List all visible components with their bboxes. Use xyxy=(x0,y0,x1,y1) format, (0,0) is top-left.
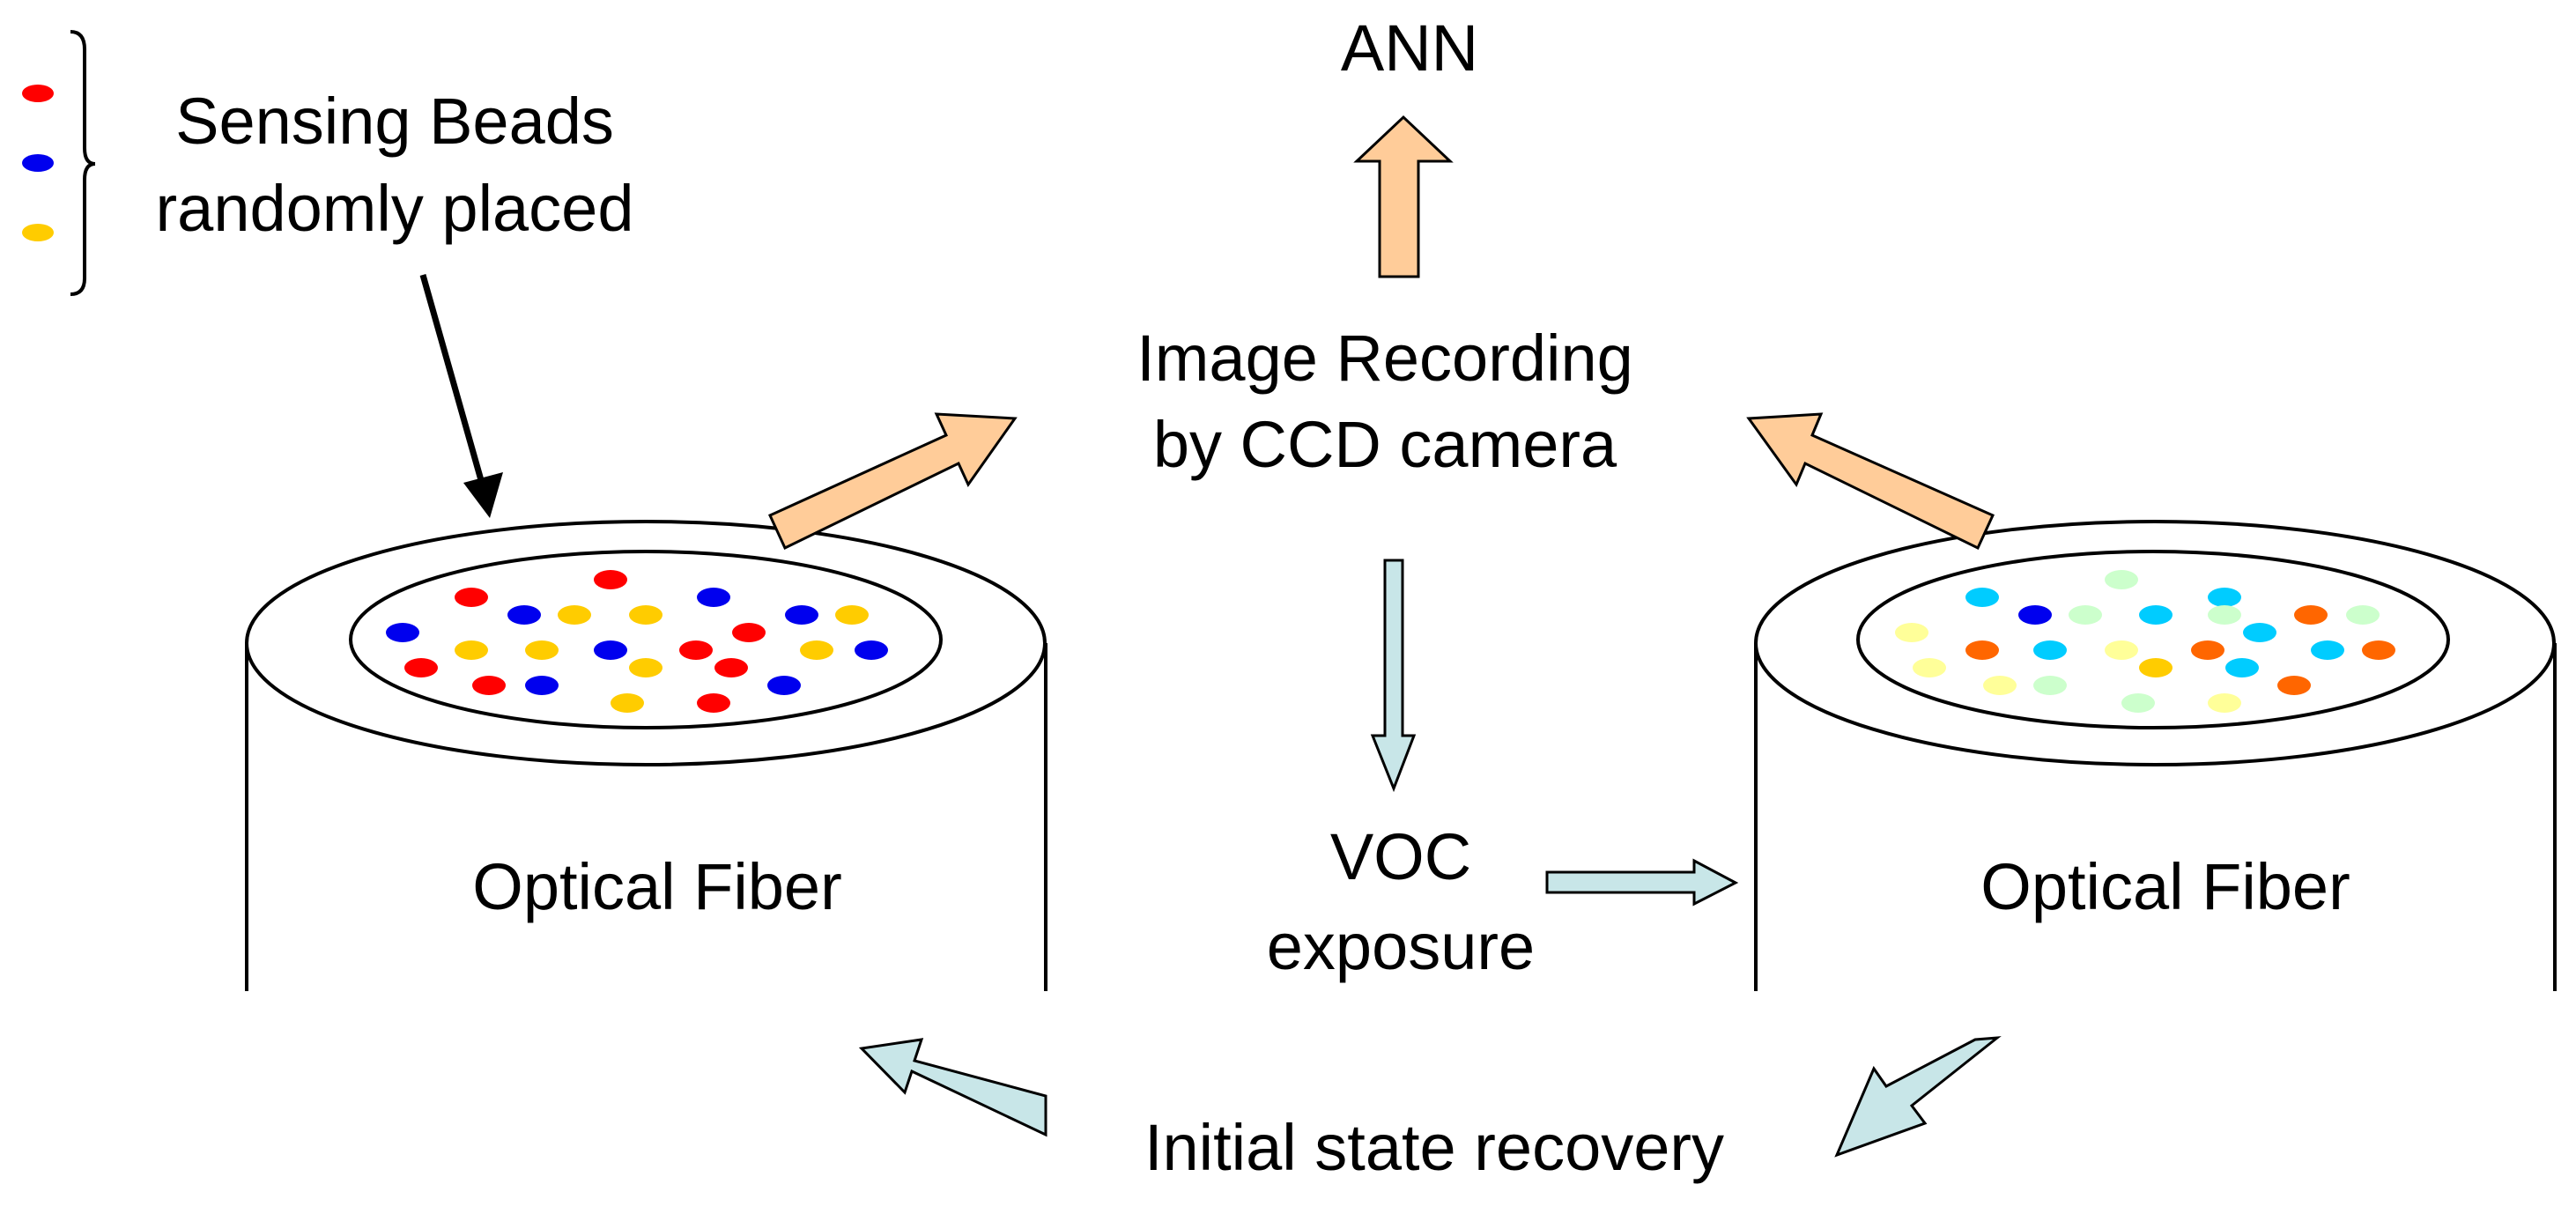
right-fiber-bead-2 xyxy=(1965,588,1999,607)
right-fiber-bead-10 xyxy=(1895,623,1928,642)
right-fiber-bead-8 xyxy=(2294,605,2328,625)
left-fiber-bead-17 xyxy=(404,658,438,677)
left-fiber-bead-6 xyxy=(558,605,591,625)
left-fiber-bead-1 xyxy=(455,588,488,607)
right-fiber-bead-23 xyxy=(2277,676,2311,695)
arrow-recovery-to-left-fiber xyxy=(858,1038,1047,1137)
left-fiber-bead-18 xyxy=(629,658,663,677)
right-fiber-bead-5 xyxy=(2069,605,2102,625)
left-fiber-bead-12 xyxy=(525,640,559,660)
right-fiber-body xyxy=(1754,643,2557,991)
left-fiber-bead-16 xyxy=(855,640,888,660)
right-fiber-bead-13 xyxy=(2033,640,2067,660)
initial-state-recovery-label: Initial state recovery xyxy=(1144,1111,1724,1184)
right-fiber-label: Optical Fiber xyxy=(1980,850,2350,923)
right-fiber-bead-18 xyxy=(1913,658,1946,677)
left-fiber-bead-11 xyxy=(455,640,488,660)
right-fiber-bead-20 xyxy=(2225,658,2259,677)
right-fiber-bead-7 xyxy=(2208,605,2241,625)
right-fiber-bead-14 xyxy=(2105,640,2138,660)
image-recording-label-line-2: by CCD camera xyxy=(1153,408,1617,481)
right-fiber-bead-15 xyxy=(2191,640,2224,660)
right-optical-fiber: Optical Fiber xyxy=(1754,520,2557,991)
ann-label: ANN xyxy=(1341,11,1478,85)
right-fiber-bead-12 xyxy=(1965,640,1999,660)
left-fiber-body xyxy=(245,643,1047,991)
arrow-to-ann xyxy=(1353,115,1454,278)
left-fiber-bead-23 xyxy=(611,693,644,713)
left-fiber-bead-7 xyxy=(629,605,663,625)
left-fiber-bead-8 xyxy=(732,623,766,642)
legend-label-line-1: Sensing Beads xyxy=(175,85,614,158)
right-fiber-bead-6 xyxy=(2139,605,2173,625)
right-fiber-bead-21 xyxy=(1983,676,2017,695)
left-fiber-bead-4 xyxy=(386,623,419,642)
left-fiber-core xyxy=(349,550,943,729)
legend-bead-blue xyxy=(22,154,54,172)
pointer-arrow-line xyxy=(419,274,486,487)
right-bead-group xyxy=(1895,570,2395,713)
right-fiber-bead-11 xyxy=(2243,623,2276,642)
legend-brace xyxy=(70,30,96,296)
left-optical-fiber: Optical Fiber xyxy=(245,520,1047,991)
left-fiber-bead-13 xyxy=(594,640,627,660)
right-fiber-bead-3 xyxy=(2208,588,2241,607)
left-fiber-bead-5 xyxy=(507,605,541,625)
flow-arrows xyxy=(768,115,2002,1158)
legend-label-line-2: randomly placed xyxy=(156,172,634,245)
left-fiber-bead-19 xyxy=(714,658,748,677)
right-fiber-bead-4 xyxy=(2018,605,2052,625)
right-fiber-bead-19 xyxy=(2139,658,2173,677)
right-fiber-bead-1 xyxy=(2105,570,2138,589)
left-fiber-bead-15 xyxy=(800,640,833,660)
pointer-arrow-head xyxy=(463,472,503,518)
right-fiber-bead-22 xyxy=(2033,676,2067,695)
left-fiber-bead-22 xyxy=(767,676,801,695)
right-fiber-bead-25 xyxy=(2208,693,2241,713)
legend-bead-yellow xyxy=(22,224,54,241)
voc-label-line-1: VOC xyxy=(1330,820,1471,893)
left-fiber-bead-24 xyxy=(697,693,730,713)
legend-bead-red xyxy=(22,85,54,102)
arrow-voc-to-right-fiber xyxy=(1545,858,1739,907)
left-fiber-bead-10 xyxy=(835,605,869,625)
voc-label-line-2: exposure xyxy=(1267,910,1535,983)
left-fiber-bead-20 xyxy=(472,676,506,695)
right-fiber-bead-24 xyxy=(2121,693,2155,713)
arrow-recording-to-voc xyxy=(1370,559,1417,793)
left-fiber-bead-3 xyxy=(697,588,730,607)
right-fiber-bead-17 xyxy=(2362,640,2395,660)
left-fiber-bead-14 xyxy=(679,640,713,660)
image-recording-label-line-1: Image Recording xyxy=(1136,322,1633,395)
legend: Sensing Beads randomly placed xyxy=(22,30,634,518)
right-fiber-bead-9 xyxy=(2346,605,2380,625)
arrow-right-fiber-to-recovery xyxy=(1834,1036,2002,1158)
left-fiber-bead-9 xyxy=(785,605,818,625)
arrow-left-fiber-to-recording xyxy=(768,412,1018,551)
arrow-right-fiber-to-recording xyxy=(1746,412,1995,551)
right-fiber-bead-16 xyxy=(2311,640,2344,660)
left-fiber-bead-2 xyxy=(594,570,627,589)
left-bead-group xyxy=(386,570,888,713)
left-fiber-label: Optical Fiber xyxy=(472,850,841,923)
left-fiber-bead-21 xyxy=(525,676,559,695)
